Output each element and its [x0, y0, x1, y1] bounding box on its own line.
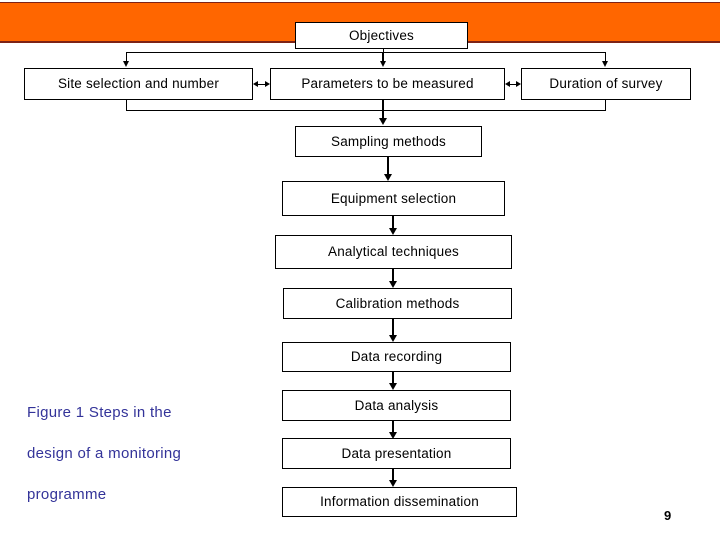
arrow-left-icon	[505, 80, 510, 87]
node-label: Calibration methods	[335, 295, 460, 311]
figure-caption: Figure 1 Steps in the design of a monito…	[27, 392, 267, 515]
node-label: Data recording	[350, 349, 443, 365]
arrow-down-icon	[378, 118, 387, 125]
node-site-selection[interactable]: Site selection and number	[24, 68, 253, 100]
node-label: Analytical techniques	[327, 244, 460, 260]
connector-distribution-bus	[126, 52, 606, 53]
connector-analytical-calibration	[392, 269, 394, 283]
figure-caption-line-3: programme	[27, 486, 107, 503]
arrow-down-icon	[388, 480, 397, 487]
node-label: Data presentation	[341, 445, 452, 461]
figure-caption-line-1: Figure 1 Steps in the	[27, 404, 172, 421]
node-data-analysis[interactable]: Data analysis	[282, 390, 511, 421]
page-number: 9	[664, 508, 672, 523]
node-calibration-methods[interactable]: Calibration methods	[283, 288, 512, 319]
node-data-recording[interactable]: Data recording	[282, 342, 511, 372]
node-data-presentation[interactable]: Data presentation	[282, 438, 511, 469]
node-objectives[interactable]: Objectives	[295, 22, 468, 49]
connector-presentation-information	[392, 469, 394, 481]
connector-bus-drop-center	[382, 52, 384, 63]
arrow-down-icon	[383, 174, 392, 181]
connector-bus-drop-right	[605, 52, 606, 63]
arrow-down-icon	[388, 335, 397, 342]
connector-calibration-recording	[392, 319, 394, 335]
connector-merge-stub-left	[126, 100, 127, 111]
arrow-down-icon	[388, 383, 397, 390]
node-label: Duration of survey	[549, 76, 663, 92]
arrow-right-icon	[265, 80, 270, 87]
node-label: Site selection and number	[57, 76, 220, 92]
node-label: Equipment selection	[330, 190, 457, 206]
figure-caption-line-2: design of a monitoring	[27, 445, 182, 462]
node-label: Objectives	[348, 27, 415, 43]
node-equipment-selection[interactable]: Equipment selection	[282, 181, 505, 216]
connector-parameters-duration	[508, 84, 519, 85]
connector-merge-stub-right	[605, 100, 606, 111]
connector-sampling-equipment	[387, 157, 389, 175]
node-duration[interactable]: Duration of survey	[521, 68, 691, 100]
arrow-down-icon	[388, 228, 397, 235]
node-label: Data analysis	[354, 397, 439, 413]
node-label: Parameters to be measured	[301, 76, 474, 92]
connector-bus-drop-left	[126, 52, 127, 63]
arrow-right-icon	[516, 80, 521, 87]
connector-equipment-analytical	[392, 216, 394, 230]
arrow-down-icon	[388, 432, 397, 439]
node-parameters[interactable]: Parameters to be measured	[270, 68, 505, 100]
node-analytical-techniques[interactable]: Analytical techniques	[275, 235, 512, 269]
connector-merge-bus	[126, 110, 606, 111]
connector-merge-stem	[382, 100, 384, 119]
node-label: Information dissemination	[320, 494, 479, 510]
arrow-down-icon	[122, 61, 129, 67]
connector-recording-analysis	[392, 372, 394, 384]
arrow-down-icon	[379, 61, 386, 67]
node-information-dissemination[interactable]: Information dissemination	[282, 487, 517, 517]
connector-analysis-presentation	[392, 421, 394, 433]
connector-site-parameters	[256, 84, 268, 85]
arrow-down-icon	[601, 61, 608, 67]
connector-objectives-stem	[383, 49, 384, 53]
node-sampling-methods[interactable]: Sampling methods	[295, 126, 482, 157]
arrow-left-icon	[253, 80, 258, 87]
node-label: Sampling methods	[330, 133, 446, 149]
arrow-down-icon	[388, 281, 397, 288]
